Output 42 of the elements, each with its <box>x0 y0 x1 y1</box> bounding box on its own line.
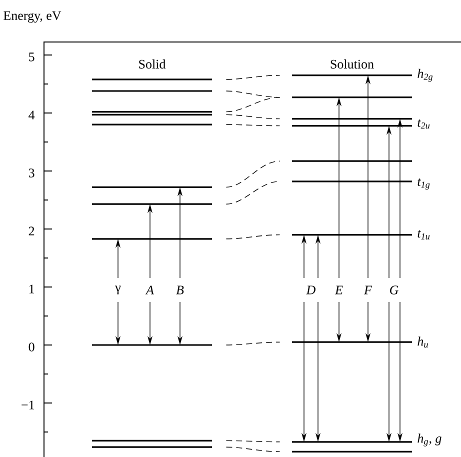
tick-label: 1 <box>29 284 34 294</box>
dashed-connector <box>226 114 280 120</box>
dashed-connector <box>226 342 280 346</box>
level-label: h$_{2g}$ <box>418 68 433 82</box>
tick-label: 2 <box>28 226 34 236</box>
level-line <box>92 114 212 116</box>
level-label: t$_{2u}$ <box>418 119 430 129</box>
level-line <box>292 160 412 162</box>
dashed-connector <box>226 160 280 188</box>
dashed-connector <box>226 440 280 442</box>
level-label: h$_{g}$, g <box>418 434 442 446</box>
level-label: t$_{1u}$ <box>418 230 430 240</box>
level-line <box>92 440 212 442</box>
tick-label: 4 <box>28 110 35 120</box>
transition-label: D <box>303 278 319 302</box>
column-heading: Solution <box>330 59 374 69</box>
transition-label: E <box>332 278 346 302</box>
dashed-connector <box>226 234 280 240</box>
dashed-connector <box>226 124 280 126</box>
column-heading: Solid <box>139 59 166 69</box>
transition-label: γ <box>112 278 124 302</box>
level-line <box>92 111 212 113</box>
tick-label: −1 <box>22 400 34 410</box>
transition-label: F <box>361 278 375 302</box>
level-label: h$_{u}$ <box>418 336 428 348</box>
tick-label: 0 <box>28 342 34 352</box>
dashed-connector <box>226 96 280 112</box>
level-line <box>92 124 212 126</box>
tick-label: 3 <box>28 168 34 178</box>
transition-label: A <box>143 278 157 302</box>
tick-label: 5 <box>29 52 34 62</box>
transition-label: B <box>173 278 187 302</box>
level-line <box>92 446 212 448</box>
axis-title: Energy, eV <box>4 11 62 23</box>
dashed-connector <box>226 446 280 452</box>
level-line <box>292 450 412 452</box>
level-line <box>292 180 412 182</box>
level-line <box>92 78 212 80</box>
dashed-connector <box>226 74 280 80</box>
level-label: t$_{1g}$ <box>418 178 430 190</box>
level-line <box>92 90 212 92</box>
transition-label: G <box>386 278 402 302</box>
